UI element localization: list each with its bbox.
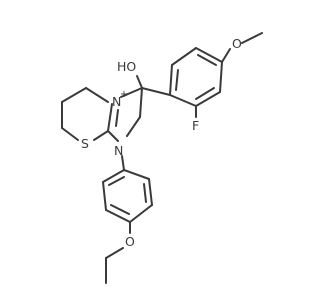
atom-label-methoxy-oxygen: O — [232, 36, 242, 51]
bond — [143, 183, 147, 203]
bond — [115, 109, 119, 127]
bond — [85, 87, 109, 103]
bond — [102, 181, 107, 211]
bond — [120, 87, 143, 98]
bond — [169, 64, 173, 96]
bond — [61, 127, 79, 141]
bonds — [61, 32, 263, 284]
bond — [195, 91, 221, 107]
bond — [219, 61, 223, 93]
bond — [105, 209, 131, 223]
bond — [123, 169, 150, 180]
bond — [121, 155, 125, 171]
bond — [197, 54, 217, 66]
atom-label-hydroxyl: HO — [117, 59, 136, 74]
bond — [139, 87, 143, 118]
bond — [105, 247, 124, 259]
atom-labels: HO O F N + S N O — [81, 36, 242, 249]
bond — [171, 47, 197, 66]
bond — [93, 130, 109, 141]
atom-label-sulfur: S — [81, 136, 89, 151]
atom-label-ethoxy-oxygen: O — [125, 234, 135, 249]
bond — [169, 94, 197, 107]
bond — [221, 48, 231, 63]
bond — [195, 47, 223, 63]
bond — [148, 178, 153, 206]
structure-diagram: HO O F N + S N O — [61, 32, 263, 284]
bond — [107, 103, 113, 132]
molecule-canvas: HO O F N + S N O — [61, 32, 263, 284]
bond — [175, 69, 179, 91]
atom-label-iminium-nitrogen: N — [112, 94, 121, 109]
bond — [136, 75, 143, 89]
bond — [108, 176, 125, 186]
bond — [102, 169, 125, 183]
bond — [129, 204, 153, 223]
charge-label-plus: + — [120, 89, 128, 100]
atom-label-ring-nitrogen: N — [114, 143, 123, 158]
bond — [61, 87, 87, 103]
bond — [141, 87, 171, 96]
bond — [107, 130, 119, 142]
atom-label-fluorine: F — [192, 118, 199, 133]
bond — [241, 32, 263, 44]
bond — [126, 116, 141, 137]
bond — [110, 204, 130, 215]
bond — [195, 87, 215, 100]
